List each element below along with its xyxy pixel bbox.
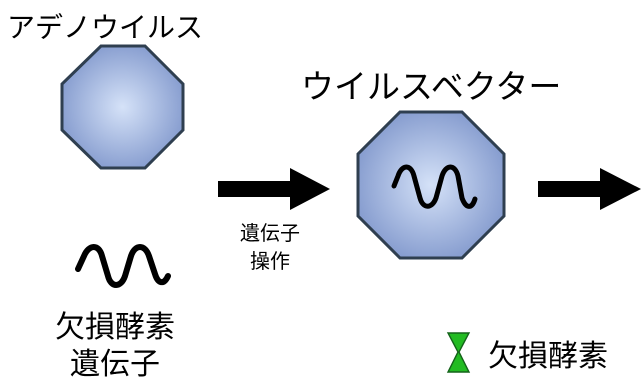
process-arrow-icon [218, 168, 330, 210]
adenovirus-label: アデノウイルス [7, 11, 204, 44]
deficient-enzyme-legend-label: 欠損酵素 [488, 339, 608, 374]
virus-vector-capsid-icon [356, 110, 506, 260]
deficient-enzyme-gene-wave-icon [75, 244, 171, 288]
adenovirus-capsid-icon [60, 44, 185, 170]
virus-vector-label: ウイルスベクター [301, 67, 562, 106]
vector-gene-wave-icon [391, 164, 478, 209]
deficient-enzyme-legend-icon [446, 332, 471, 373]
gene-manipulation-label: 遺伝子 操作 [240, 221, 300, 273]
deficient-enzyme-gene-label: 欠損酵素 遺伝子 [55, 310, 175, 381]
continuation-arrow-icon [538, 168, 641, 210]
